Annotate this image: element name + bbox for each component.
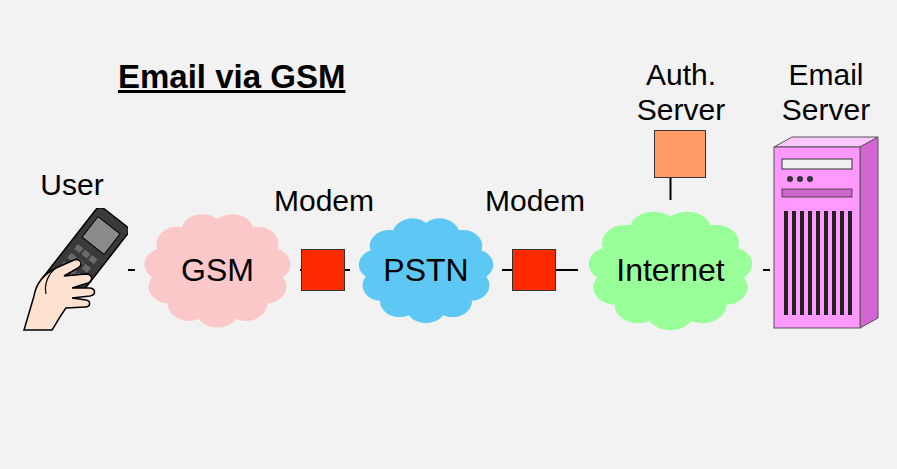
node-label: Email Server <box>761 58 891 127</box>
network-label: Internet <box>616 252 725 289</box>
auth-server-box: Auth. Server <box>654 130 706 178</box>
handset-illustration <box>16 208 128 332</box>
network-link <box>670 178 672 200</box>
network-link <box>763 269 770 271</box>
node-label: Auth. Server <box>616 58 746 127</box>
node-label: User <box>7 168 137 203</box>
server-illustration <box>770 135 882 330</box>
node-label: Modem <box>249 184 399 219</box>
network-link <box>556 269 578 271</box>
network-label: GSM <box>181 252 254 289</box>
pstn-network-cloud: PSTN <box>350 208 502 332</box>
modem-box: Modem <box>512 249 556 291</box>
email-server: Email Server <box>770 135 882 330</box>
user-handset: User <box>16 208 128 332</box>
diagram-title: Email via GSM <box>118 58 345 96</box>
node-label: Modem <box>460 184 610 219</box>
network-label: PSTN <box>383 252 468 289</box>
network-link <box>128 269 135 271</box>
gsm-network-cloud: GSM <box>135 203 300 337</box>
network-link <box>502 269 512 271</box>
internet-cloud: Internet <box>578 200 763 340</box>
network-link <box>345 269 350 271</box>
modem-box: Modem <box>301 249 345 291</box>
